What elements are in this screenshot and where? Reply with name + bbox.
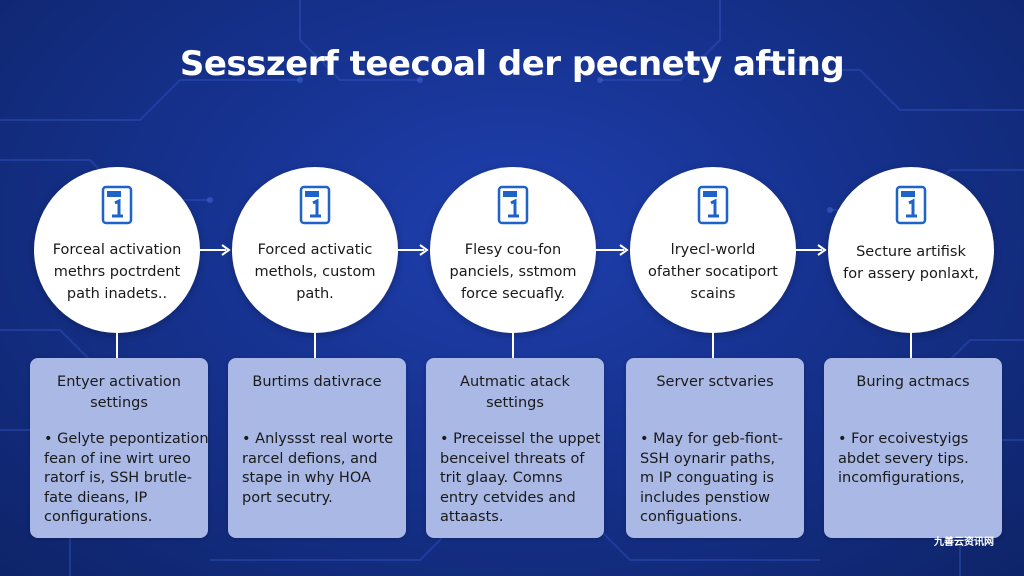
step-5-card-body-line: incomfigurations, bbox=[838, 470, 965, 486]
step-3-card-body-line: benceivel threats of bbox=[440, 450, 585, 467]
step-4-card-body-line: includes penstiow bbox=[640, 489, 771, 506]
step-4-circle-line: scains bbox=[690, 286, 736, 302]
step-1-card-body-line: • Gelyte pepontization bbox=[44, 431, 209, 447]
step-4-card-title: Server sctvaries bbox=[632, 372, 798, 393]
step-5-circle-text: Secture artifisk for assery ponlaxt, bbox=[838, 241, 984, 285]
step-1-circle-text: Forceal activation methrs poctrdent path… bbox=[44, 239, 190, 305]
step-2-card-title-line: Burtims dativrace bbox=[252, 374, 382, 390]
step-4-connector bbox=[712, 333, 714, 358]
document-icon bbox=[299, 185, 331, 225]
step-3-circle-line: force secuafly. bbox=[461, 286, 565, 302]
step-5-circle: Secture artifisk for assery ponlaxt, bbox=[828, 167, 994, 333]
step-2-card-body: • Anlyssst real worte rarcel defions, an… bbox=[242, 430, 402, 508]
step-1-card-body: • Gelyte pepontization fean of ine wirt … bbox=[44, 430, 209, 528]
step-3-circle: Flesy cou-fon panciels, sstmom force sec… bbox=[430, 167, 596, 333]
step-4-circle: lryecl-world ofather socatiport scains bbox=[630, 167, 796, 333]
step-1-card-body-line: fean of ine wirt ureo bbox=[44, 450, 191, 467]
step-5-card-body-line: • For ecoivestyigs bbox=[838, 431, 969, 447]
arrow-right-icon bbox=[794, 244, 827, 256]
step-3-card-body-line: entry cetvides and bbox=[440, 489, 576, 506]
step-1-card-body-line: fate dieans, IP bbox=[44, 489, 148, 506]
step-1-connector bbox=[116, 333, 118, 358]
step-2-circle-text: Forced activatic methols, custom path. bbox=[242, 239, 388, 305]
arrow-right-icon bbox=[396, 244, 429, 256]
step-3-circle-text: Flesy cou-fon panciels, sstmom force sec… bbox=[440, 239, 586, 305]
document-icon bbox=[697, 185, 729, 225]
step-5-card-body: • For ecoivestyigs abdet severy tips. in… bbox=[838, 430, 998, 489]
step-2-circle: Forced activatic methols, custom path. bbox=[232, 167, 398, 333]
step-4-card-body-line: configuations. bbox=[640, 509, 743, 525]
watermark: 九善云资讯网 bbox=[934, 537, 994, 548]
step-1-card: Entyer activation settings • Gelyte pepo… bbox=[30, 358, 209, 538]
step-2-circle-line: Forced activatic bbox=[257, 242, 373, 258]
step-3-card-title-line: Autmatic atack bbox=[460, 374, 570, 390]
page-title: Sesszerf teecoal der pecnety afting bbox=[179, 44, 845, 84]
step-5-circle-line: Secture artifisk bbox=[856, 244, 966, 260]
step-2-card-body-line: stape in why HOA bbox=[242, 470, 371, 486]
document-icon bbox=[497, 185, 529, 225]
step-2-card-body-line: rarcel defions, and bbox=[242, 450, 378, 467]
step-3-card-body-line: attaasts. bbox=[440, 509, 504, 525]
document-icon bbox=[101, 185, 133, 225]
step-5-card: Buring actmacs • For ecoivestyigs abdet … bbox=[824, 358, 1002, 538]
step-1-circle: Forceal activation methrs poctrdent path… bbox=[34, 167, 200, 333]
step-1-card-body-line: configurations. bbox=[44, 509, 153, 525]
step-3-card-title: Autmatic atack settings bbox=[432, 372, 598, 414]
step-3-card-title-line: settings bbox=[486, 395, 544, 411]
step-2-card-body-line: • Anlyssst real worte bbox=[242, 431, 394, 447]
step-3-connector bbox=[512, 333, 514, 358]
step-2-circle-line: methols, custom bbox=[254, 264, 376, 280]
step-3-card-body: • Preceissel the uppet benceivel threats… bbox=[440, 430, 600, 528]
step-2-card-body-line: port secutry. bbox=[242, 489, 333, 506]
step-4-circle-line: lryecl-world bbox=[670, 242, 756, 258]
step-1-circle-line: Forceal activation bbox=[52, 242, 182, 258]
step-3-card-body-line: • Preceissel the uppet bbox=[440, 431, 601, 447]
step-4-card-title-line: Server sctvaries bbox=[656, 374, 774, 390]
step-5-card-body-line: abdet severy tips. bbox=[838, 450, 969, 467]
arrow-right-icon bbox=[596, 244, 629, 256]
step-4-card-body-line: m IP conguating is bbox=[640, 470, 774, 486]
step-5-card-title: Buring actmacs bbox=[830, 372, 996, 393]
step-1-card-title: Entyer activation settings bbox=[36, 372, 202, 414]
step-4-card-body: • May for geb-fiont- SSH oynarir paths, … bbox=[640, 430, 800, 528]
step-1-card-title-line: settings bbox=[90, 395, 148, 411]
step-5-circle-line: for assery ponlaxt, bbox=[843, 266, 979, 282]
step-2-card-title: Burtims dativrace bbox=[234, 372, 400, 393]
step-4-card-body-line: SSH oynarir paths, bbox=[640, 450, 776, 467]
step-1-circle-line: methrs poctrdent bbox=[53, 264, 181, 280]
step-2-connector bbox=[314, 333, 316, 358]
step-1-card-body-line: ratorf is, SSH brutle- bbox=[44, 470, 193, 486]
step-5-card-title-line: Buring actmacs bbox=[856, 374, 970, 390]
step-4-circle-text: lryecl-world ofather socatiport scains bbox=[640, 239, 786, 305]
step-3-card: Autmatic atack settings • Preceissel the… bbox=[426, 358, 604, 538]
arrow-right-icon bbox=[198, 244, 231, 256]
step-3-circle-line: panciels, sstmom bbox=[449, 264, 577, 280]
document-icon bbox=[895, 185, 927, 225]
step-3-card-body-line: trit glaay. Comns bbox=[440, 470, 563, 486]
step-3-circle-line: Flesy cou-fon bbox=[464, 242, 562, 258]
step-4-card: Server sctvaries • May for geb-fiont- SS… bbox=[626, 358, 804, 538]
step-1-card-title-line: Entyer activation bbox=[57, 374, 181, 390]
step-2-card: Burtims dativrace • Anlyssst real worte … bbox=[228, 358, 406, 538]
step-4-circle-line: ofather socatiport bbox=[648, 264, 778, 280]
step-2-circle-line: path. bbox=[296, 286, 334, 302]
step-4-card-body-line: • May for geb-fiont- bbox=[640, 431, 783, 447]
step-1-circle-line: path inadets.. bbox=[66, 286, 168, 302]
step-5-connector bbox=[910, 333, 912, 358]
